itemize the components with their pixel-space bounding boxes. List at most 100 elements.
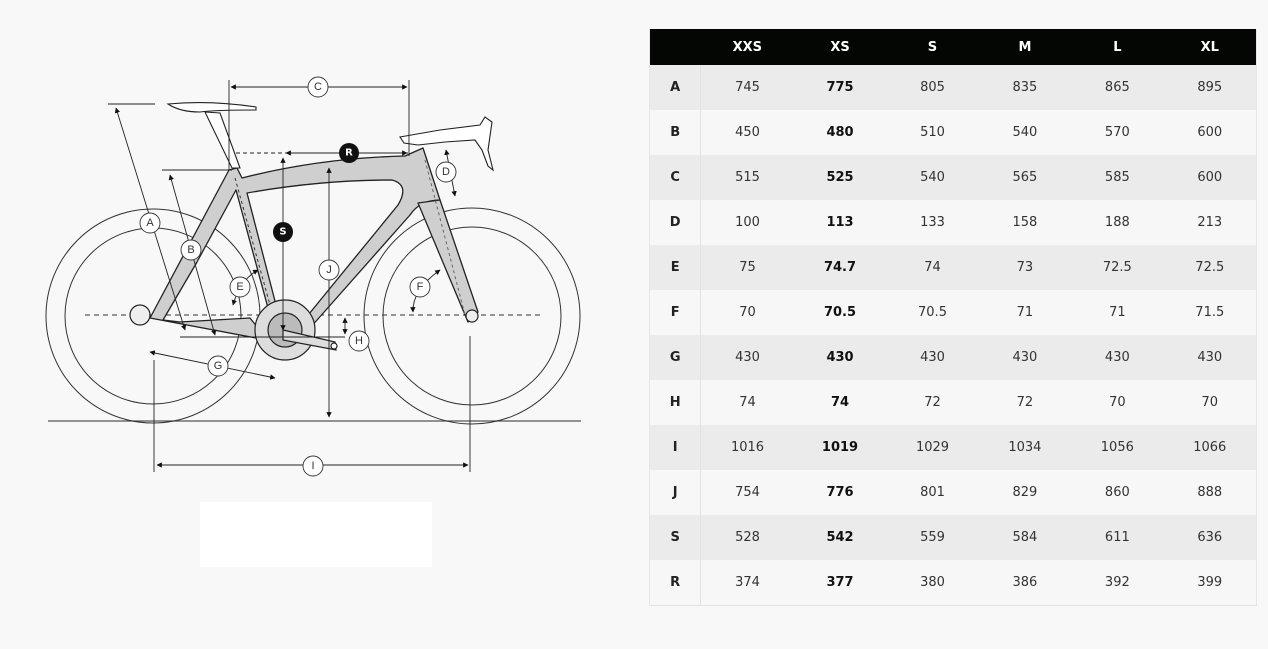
table-cell: 430	[1104, 350, 1130, 365]
table-cell: 133	[920, 215, 945, 230]
header-size: XXS	[732, 39, 762, 55]
row-label: S	[649, 515, 702, 560]
table-cell: 829	[1012, 485, 1038, 500]
front-wheel	[363, 207, 581, 425]
table-cell: 73	[1016, 260, 1034, 275]
table-cell: 835	[1012, 80, 1038, 95]
label-f: F	[417, 281, 424, 293]
table-row: G 430 430 430 430 430 430	[649, 335, 1257, 380]
table-cell: 1029	[915, 440, 950, 455]
table-cell: 559	[920, 530, 945, 545]
table-cell: 515	[735, 170, 760, 185]
label-e: E	[236, 281, 243, 293]
label-h: H	[355, 335, 363, 347]
table-cell: 754	[735, 485, 760, 500]
table-cell: 525	[826, 170, 854, 185]
table-cell: 213	[1197, 215, 1223, 230]
table-cell: 775	[826, 80, 854, 95]
table-cell: 865	[1104, 80, 1130, 95]
table-cell: 565	[1012, 170, 1038, 185]
table-cell: 1066	[1193, 440, 1227, 455]
table-cell: 71	[1109, 305, 1126, 320]
table-cell: 450	[735, 125, 760, 140]
table-cell: 392	[1104, 574, 1130, 590]
label-b: B	[187, 244, 194, 256]
table-cell: 801	[920, 485, 945, 500]
row-label: A	[649, 65, 702, 110]
label-s: S	[279, 227, 286, 238]
label-a: A	[146, 217, 154, 229]
table-cell: 430	[826, 350, 854, 365]
table-cell: 72.5	[1195, 260, 1225, 275]
row-label: I	[649, 425, 702, 470]
table-cell: 430	[1197, 350, 1223, 365]
row-label: E	[649, 245, 702, 290]
header-size: M	[1018, 39, 1032, 55]
table-cell: 895	[1197, 80, 1223, 95]
header-corner	[650, 29, 701, 65]
table-cell: 70.5	[918, 305, 947, 320]
table-cell: 75	[739, 260, 756, 275]
table-cell: 430	[735, 350, 760, 365]
table-cell: 430	[1012, 350, 1038, 365]
table-cell: 805	[920, 80, 945, 95]
row-label: D	[649, 200, 702, 245]
bike-geometry-diagram: A B C D E F G H I J R S	[45, 76, 581, 477]
table-cell: 480	[826, 125, 854, 140]
table-cell: 374	[735, 574, 760, 590]
table-cell: 542	[826, 530, 854, 545]
table-cell: 860	[1104, 485, 1130, 500]
table-cell: 74	[830, 395, 850, 410]
table-cell: 528	[735, 530, 760, 545]
label-i: I	[311, 460, 314, 472]
header-size: XS	[830, 39, 850, 55]
table-cell: 1019	[821, 440, 859, 455]
label-g: G	[214, 360, 223, 372]
header-size: L	[1113, 39, 1122, 55]
table-cell: 570	[1104, 125, 1130, 140]
label-d: D	[442, 166, 450, 178]
table-cell: 72	[924, 395, 941, 410]
table-cell: 72	[1016, 395, 1034, 410]
table-cell: 611	[1104, 530, 1130, 545]
table-cell: 386	[1012, 574, 1038, 590]
saddle	[166, 102, 257, 169]
table-cell: 584	[1012, 530, 1038, 545]
table-cell: 430	[920, 350, 945, 365]
row-label: R	[649, 560, 702, 605]
table-cell: 70	[739, 305, 756, 320]
table-cell: 113	[826, 215, 854, 230]
table-cell: 776	[826, 485, 854, 500]
table-cell: 510	[920, 125, 945, 140]
crankset	[129, 299, 479, 361]
row-label: G	[649, 335, 702, 380]
table-row: D 100 113 133 158 188 213	[649, 200, 1257, 245]
table-cell: 72.5	[1102, 260, 1132, 275]
table-cell: 600	[1197, 125, 1223, 140]
table-cell: 1056	[1100, 440, 1134, 455]
table-cell: 1016	[730, 440, 765, 455]
table-cell: 70.5	[823, 305, 857, 320]
table-cell: 100	[735, 215, 760, 230]
table-cell: 540	[920, 170, 945, 185]
row-label: B	[649, 110, 702, 155]
table-cell: 188	[1104, 215, 1130, 230]
table-cell: 888	[1197, 485, 1223, 500]
handlebar	[399, 116, 494, 172]
label-c: C	[314, 81, 322, 93]
table-cell: 74	[924, 260, 941, 275]
label-r: R	[345, 148, 353, 159]
table-cell: 70	[1201, 395, 1219, 410]
table-cell: 158	[1012, 215, 1038, 230]
row-label: J	[649, 470, 702, 515]
